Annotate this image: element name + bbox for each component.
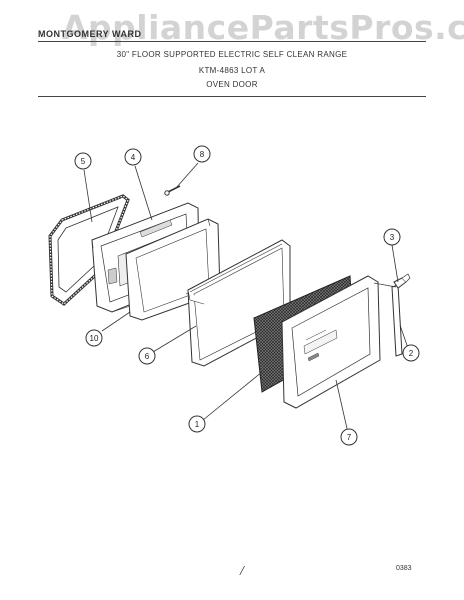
header-section: OVEN DOOR <box>206 80 258 89</box>
callout-7: 7 <box>340 428 358 446</box>
svg-text:2: 2 <box>409 349 414 358</box>
callout-8: 8 <box>193 145 211 163</box>
callout-2: 2 <box>402 344 420 362</box>
diagram-code: 0383 <box>396 565 412 572</box>
header-model: KTM-4863 LOT A <box>198 66 266 75</box>
svg-text:4: 4 <box>131 153 136 162</box>
leader-lines <box>83 162 410 434</box>
header-rule-top <box>38 41 426 42</box>
svg-text:1: 1 <box>195 420 200 429</box>
svg-text:5: 5 <box>81 157 86 166</box>
part-3-clip <box>393 273 411 289</box>
page-mark: / <box>240 564 244 579</box>
callout-4: 4 <box>124 148 142 166</box>
svg-text:3: 3 <box>390 233 395 242</box>
callout-5: 5 <box>74 152 92 170</box>
brand-label: MONTGOMERY WARD <box>38 29 142 39</box>
part-7-outer-door <box>281 275 381 409</box>
callout-1: 1 <box>188 415 206 433</box>
part-8-screw <box>164 185 181 196</box>
svg-text:8: 8 <box>200 150 205 159</box>
callout-6: 6 <box>138 347 156 365</box>
watermark: AppliancePartsPros.com <box>62 8 464 47</box>
header-title: 30" FLOOR SUPPORTED ELECTRIC SELF CLEAN … <box>116 50 348 59</box>
callout-10: 10 <box>85 329 103 347</box>
svg-text:10: 10 <box>90 334 99 343</box>
header-rule-bottom <box>38 96 426 97</box>
svg-text:7: 7 <box>347 433 352 442</box>
callout-3: 3 <box>383 228 401 246</box>
part-6-glass-pack <box>185 239 291 367</box>
svg-text:6: 6 <box>145 352 150 361</box>
